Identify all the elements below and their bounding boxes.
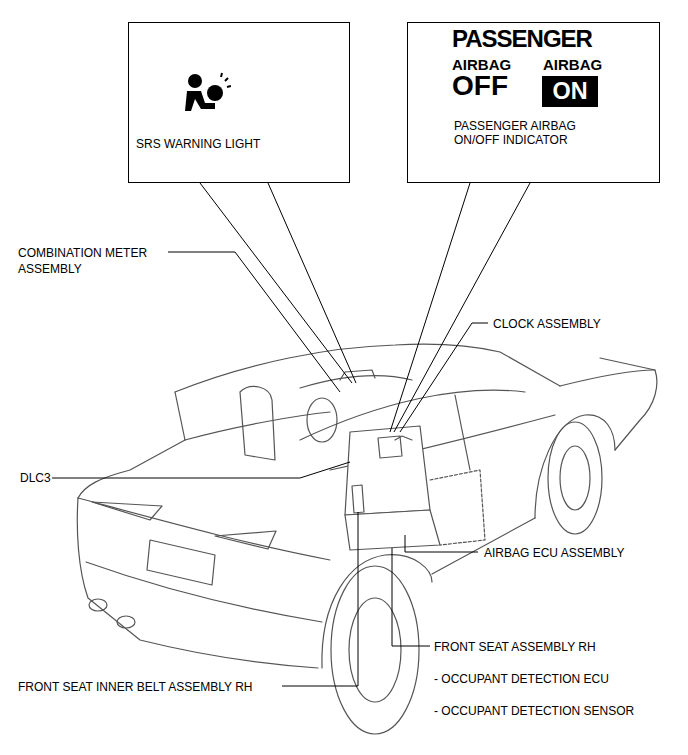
part-label: CLOCK ASSEMBLY (493, 316, 601, 332)
part-label: FRONT SEAT ASSEMBLY RH (434, 639, 596, 655)
part-label: AIRBAG ECU ASSEMBLY (484, 545, 625, 561)
part-label: - OCCUPANT DETECTION ECU (434, 671, 609, 687)
part-label: COMBINATION METER ASSEMBLY (18, 245, 168, 277)
warning-light-callout: SRS WARNING LIGHT (128, 22, 350, 183)
callout-text: SRS WARNING LIGHT (136, 138, 260, 152)
callout-text: OFF (452, 70, 508, 102)
callout-text: ON (542, 76, 598, 107)
indicator-callout: ONPASSENGERAIRBAGOFFAIRBAGPASSENGER AIRB… (407, 22, 660, 183)
part-label: DLC3 (20, 470, 51, 486)
airbag-icon (181, 71, 231, 121)
part-label: FRONT SEAT INNER BELT ASSEMBLY RH (18, 679, 253, 695)
on-indicator-lamp: ON (542, 76, 598, 107)
callout-text: PASSENGER (452, 25, 592, 53)
callout-text: PASSENGER AIRBAG ON/OFF INDICATOR (454, 119, 589, 147)
callout-text: AIRBAG (543, 56, 602, 73)
part-label: - OCCUPANT DETECTION SENSOR (434, 703, 634, 719)
